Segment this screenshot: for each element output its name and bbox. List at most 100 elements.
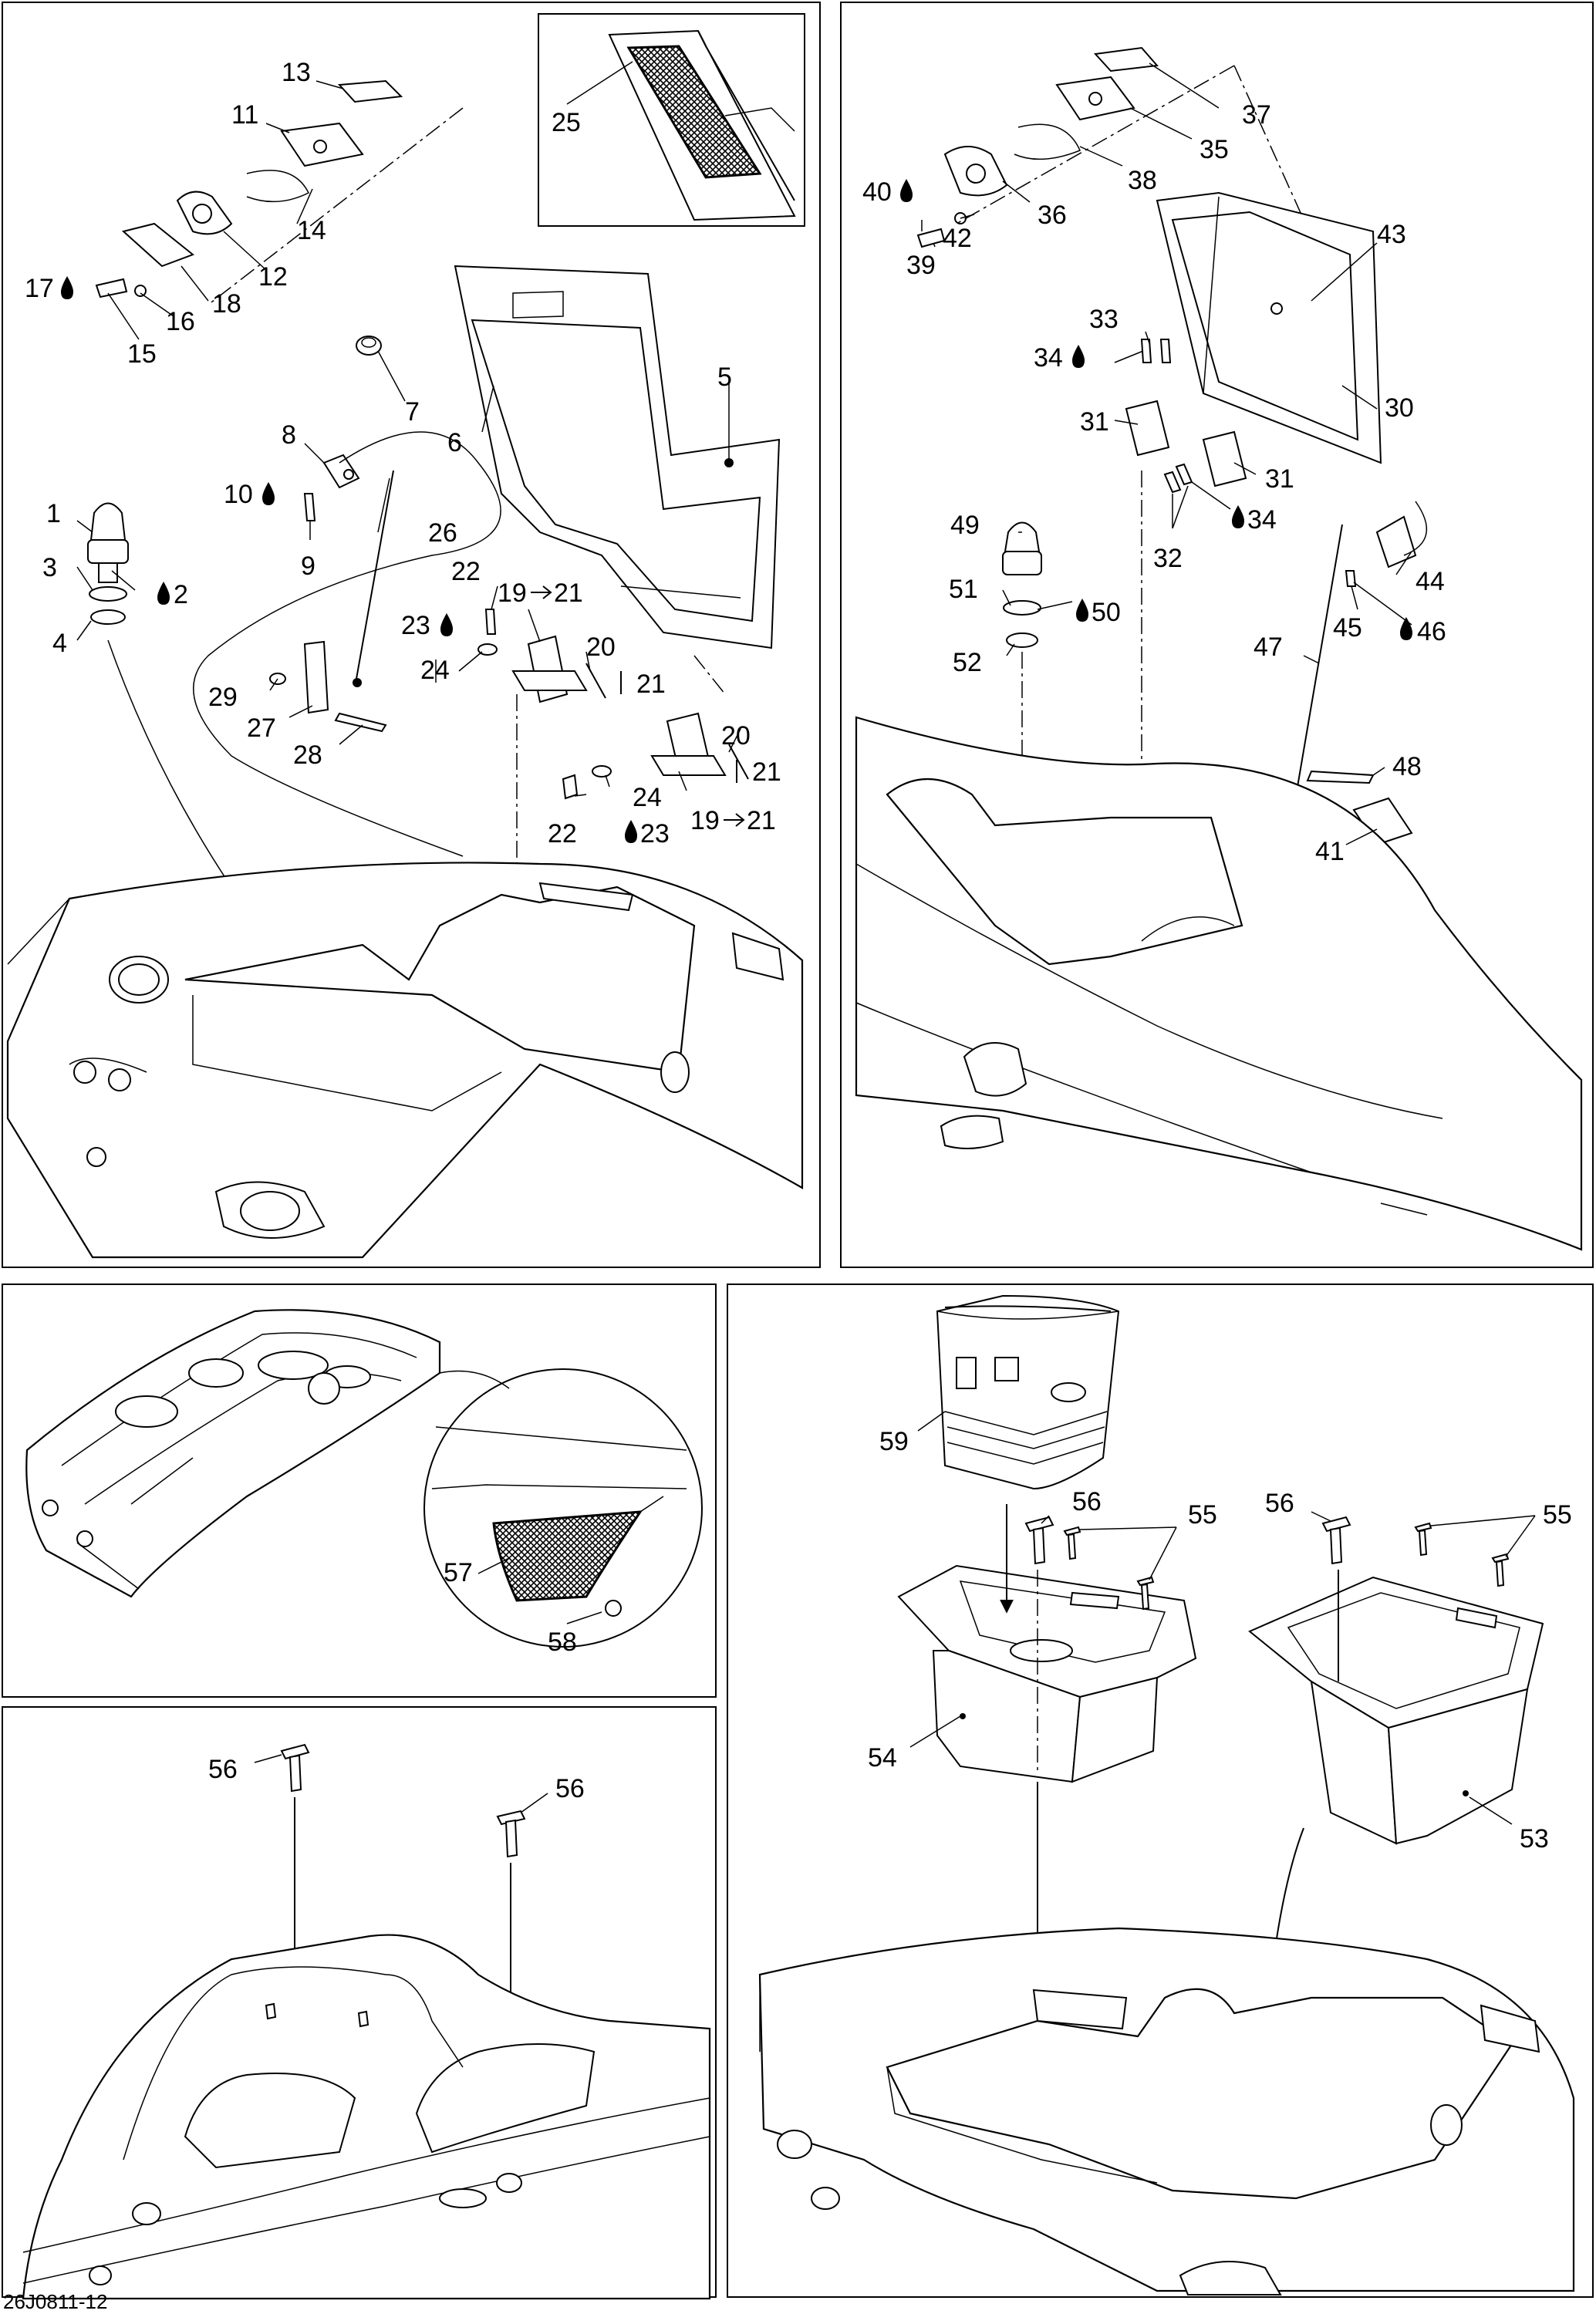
leader-lines-p2 — [921, 62, 1412, 845]
leader-lines-p5 — [909, 1411, 1536, 1825]
storage-lid-rear — [1156, 191, 1382, 464]
panel-bottom-right: 59 56 55 56 55 54 53 — [758, 1294, 1575, 2295]
callout-40: 40 — [862, 177, 892, 207]
hull-bottom-right — [758, 1927, 1575, 2295]
right-arrow-icon — [724, 813, 745, 827]
leader-lines-p1 — [76, 61, 741, 797]
callout-9: 9 — [301, 552, 315, 581]
callout-34b: 34 — [1247, 505, 1277, 535]
lubricant-drop-icon — [1072, 345, 1085, 368]
lubricant-drop-icon — [1232, 505, 1244, 528]
latch-assembly-rear — [916, 46, 1358, 340]
callout-2: 2 — [174, 580, 188, 609]
callout-24a: 24 — [420, 656, 450, 685]
callout-23b: 23 — [640, 819, 670, 848]
bow-storage — [22, 1934, 711, 2300]
callout-29: 29 — [208, 683, 238, 712]
lubricant-drop-icon — [262, 482, 275, 505]
gas-spring-rear — [1141, 501, 1428, 942]
callout-19b: 19 — [690, 806, 720, 835]
callout-22a: 22 — [451, 557, 481, 586]
callout-56d: 56 — [1265, 1489, 1294, 1518]
panel-bottom-left: 56 56 — [22, 1743, 711, 2300]
latch-assembly — [95, 79, 464, 305]
hull-rear-left — [6, 862, 804, 1259]
cooler — [936, 1294, 1120, 1490]
screws-bin — [1024, 1516, 1510, 1611]
callout-45: 45 — [1333, 613, 1362, 643]
callout-43: 43 — [1377, 220, 1406, 249]
callout-22b: 22 — [548, 819, 577, 848]
callout-25: 25 — [552, 108, 581, 137]
callout-10: 10 — [224, 480, 253, 509]
callout-53: 53 — [1520, 1824, 1549, 1854]
callout-55a: 55 — [1188, 1500, 1217, 1530]
callout-27: 27 — [247, 713, 276, 743]
callout-5: 5 — [717, 363, 732, 392]
lubricant-drop-icon — [900, 179, 913, 202]
callout-46: 46 — [1417, 617, 1446, 646]
callout-59: 59 — [879, 1427, 909, 1456]
callout-26: 26 — [428, 518, 457, 548]
callout-50: 50 — [1092, 598, 1121, 627]
callout-11: 11 — [231, 100, 258, 130]
panel-top-right: 37 35 38 36 40 42 39 43 30 33 34 31 31 3… — [855, 46, 1583, 1251]
callout-6: 6 — [447, 428, 462, 457]
callout-56c: 56 — [1072, 1487, 1102, 1516]
hinge-assembly-rear — [1125, 339, 1247, 937]
callout-47: 47 — [1254, 632, 1283, 662]
callout-4: 4 — [52, 629, 67, 658]
callout-3: 3 — [42, 553, 57, 582]
callout-19a: 19 — [498, 578, 527, 608]
callout-51: 51 — [949, 575, 978, 604]
callout-57: 57 — [444, 1558, 473, 1587]
callout-30: 30 — [1385, 393, 1414, 423]
callout-56b: 56 — [555, 1774, 585, 1803]
right-arrow-icon — [531, 585, 552, 599]
callout-18: 18 — [212, 289, 241, 319]
callout-20a: 20 — [586, 632, 616, 662]
hull-rear-right — [855, 716, 1583, 1251]
callout-21d: 21 — [747, 806, 776, 835]
storage-lid — [454, 265, 781, 649]
callout-13: 13 — [282, 58, 311, 87]
callout-58: 58 — [548, 1628, 577, 1657]
callout-1: 1 — [46, 499, 61, 528]
rear-bin — [1248, 1576, 1544, 1845]
inset-mesh-pocket — [608, 29, 796, 221]
callout-42: 42 — [943, 224, 972, 253]
callout-34a: 34 — [1034, 343, 1063, 373]
lubricant-drop-icon — [1400, 617, 1412, 640]
callout-31b: 31 — [1265, 464, 1294, 494]
panel-top-left: 13 11 14 12 18 17 16 15 25 5 6 7 8 10 9 … — [6, 29, 804, 1259]
lubricant-drop-icon — [440, 613, 453, 636]
detail-circle — [423, 1368, 703, 1648]
figure-code: 26J0811-12 — [3, 2290, 107, 2313]
lubricant-drop-icon — [1076, 599, 1088, 622]
callout-28: 28 — [293, 740, 322, 770]
callout-17: 17 — [25, 274, 54, 303]
hinge-assembly — [477, 609, 749, 864]
front-bin — [897, 1564, 1197, 1783]
callout-37: 37 — [1242, 100, 1271, 130]
callout-32: 32 — [1153, 544, 1183, 573]
callout-14: 14 — [297, 216, 326, 245]
callout-52: 52 — [953, 648, 982, 677]
callout-21a: 21 — [554, 578, 583, 608]
callout-21c: 21 — [752, 757, 781, 787]
callout-24b: 24 — [633, 783, 662, 812]
panel-mid-left: 57 58 — [25, 1309, 703, 1657]
callout-16: 16 — [166, 307, 195, 336]
callout-33: 33 — [1089, 305, 1119, 334]
damper-stack-rear — [1002, 521, 1042, 879]
callout-23a: 23 — [401, 611, 430, 640]
lubricant-drop-icon — [61, 276, 73, 299]
lubricant-drop-icon — [625, 820, 637, 843]
callout-55b: 55 — [1543, 1500, 1572, 1530]
callout-21b: 21 — [636, 670, 666, 699]
callout-48: 48 — [1392, 752, 1422, 781]
callout-56a: 56 — [208, 1755, 238, 1784]
callout-12: 12 — [258, 262, 288, 292]
callout-31a: 31 — [1080, 407, 1109, 437]
